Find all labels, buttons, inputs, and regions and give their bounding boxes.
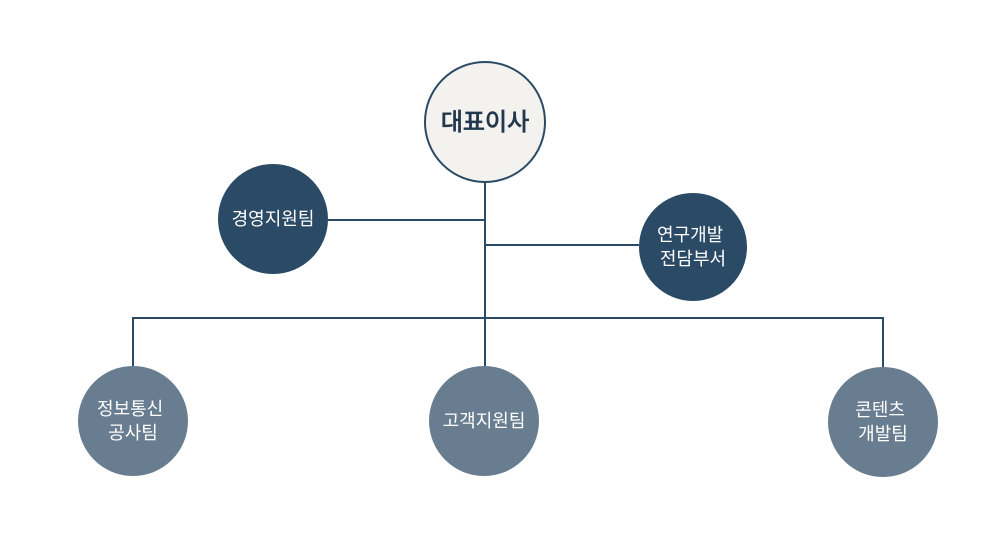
team-label-1: 정보통신 공사팀 xyxy=(97,399,169,444)
team-1-line-2: 공사팀 xyxy=(108,423,158,444)
team-label-2: 고객지원팀 xyxy=(443,411,526,432)
team-1-line-1: 정보통신 xyxy=(97,399,163,420)
team-circle-2 xyxy=(429,366,539,476)
team-node-3[interactable]: 콘텐츠 개발팀 xyxy=(828,367,938,477)
team-3-line-2: 개발팀 xyxy=(858,424,908,445)
ceo-label: 대표이사 xyxy=(441,108,529,136)
staff-right-line-1: 연구개발 xyxy=(657,225,723,246)
team-node-1[interactable]: 정보통신 공사팀 xyxy=(78,366,188,476)
ceo-node[interactable]: 대표이사 xyxy=(424,61,546,183)
staff-label-rnd: 연구개발 전담부서 xyxy=(657,225,729,270)
staff-label-management-support: 경영지원팀 xyxy=(232,209,315,230)
staff-circle-management-support xyxy=(218,164,328,274)
team-3-line-1: 콘텐츠 xyxy=(855,400,905,421)
team-label-3: 콘텐츠 개발팀 xyxy=(855,400,910,445)
team-node-2[interactable]: 고객지원팀 xyxy=(429,366,539,476)
ceo-circle xyxy=(424,61,546,183)
staff-right-line-2: 전담부서 xyxy=(660,249,726,270)
team-circle-3 xyxy=(828,367,938,477)
staff-node-management-support[interactable]: 경영지원팀 xyxy=(218,164,328,274)
team-2-line-1: 고객지원팀 xyxy=(443,411,526,432)
team-circle-1 xyxy=(78,366,188,476)
staff-node-rnd[interactable]: 연구개발 전담부서 xyxy=(639,193,747,301)
connector-lines xyxy=(132,182,884,367)
staff-left-line-1: 경영지원팀 xyxy=(232,209,315,230)
staff-circle-rnd xyxy=(639,193,747,301)
